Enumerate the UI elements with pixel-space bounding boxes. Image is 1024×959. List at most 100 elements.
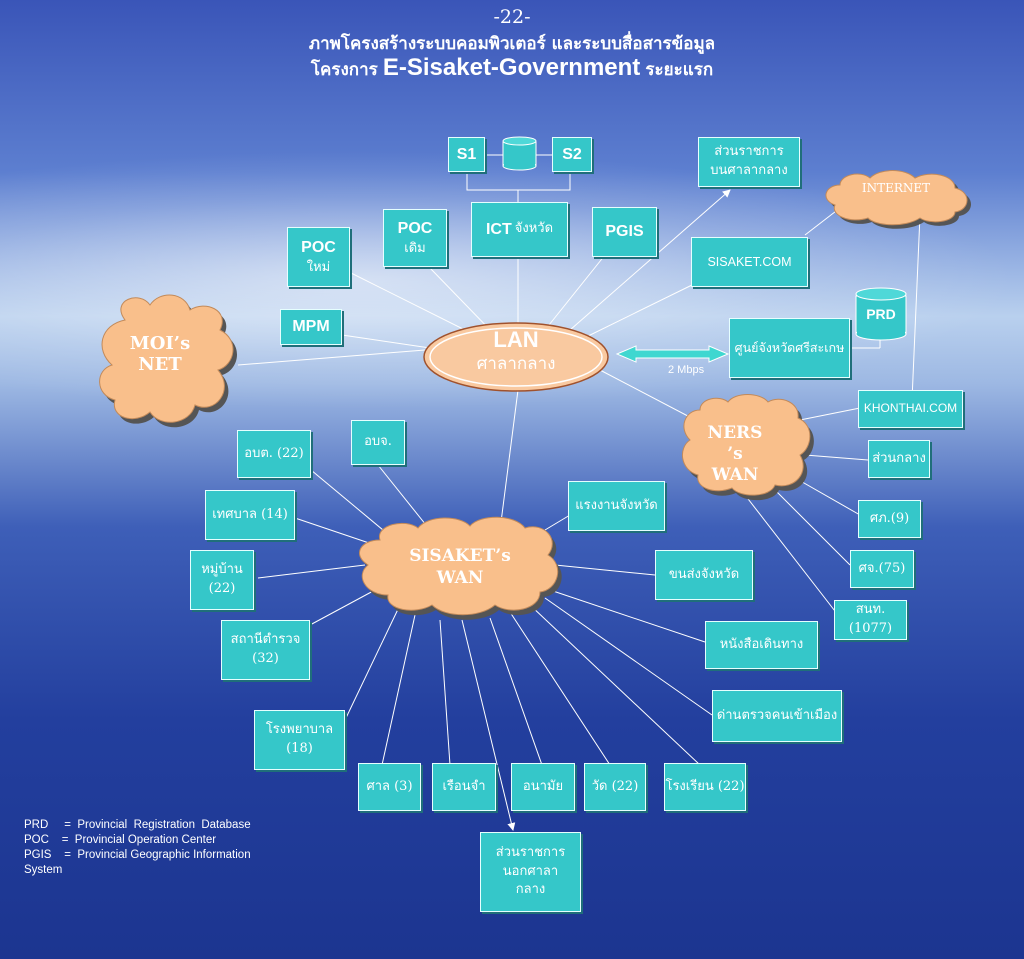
moi-net-cloud <box>99 294 237 428</box>
ners-line3: WAN <box>711 465 759 485</box>
health-label: อนามัย <box>522 778 564 794</box>
police-count: (32) <box>252 651 279 666</box>
sisaket-wan-cloud <box>359 516 562 620</box>
transport-label: ขนส่งจังหวัด <box>668 566 740 582</box>
legend-pgis: PGIS = Provincial Geographic Information <box>24 849 251 861</box>
passport-box[interactable]: หนังสือเดินทาง <box>705 621 818 669</box>
immigration-label: ด่านตรวจคนเข้าเมือง <box>716 707 838 723</box>
server-s2-label: S2 <box>562 145 582 163</box>
ners-wan-label: NERS ’s WAN <box>695 423 775 486</box>
legend: PRD = Provincial Registration Database P… <box>24 818 251 878</box>
village-count: (22) <box>208 581 236 596</box>
lan-subtitle: ศาลากลาง <box>476 354 556 374</box>
police-box[interactable]: สถานีตำรวจ (32) <box>221 620 310 680</box>
sor-jor-label: ศจ.(75) <box>858 560 906 576</box>
gov-center-box[interactable]: ส่วนราชการบนศาลากลาง <box>698 137 800 187</box>
labor-box[interactable]: แรงงานจังหวัด <box>568 481 665 531</box>
hospital-count: (18) <box>286 741 313 756</box>
server-s2[interactable]: S2 <box>552 137 592 172</box>
passport-label: หนังสือเดินทาง <box>719 636 804 652</box>
prd-database-icon <box>855 287 907 341</box>
sisaket-wan-line1: SISAKET’s <box>409 546 511 566</box>
poc-old-sublabel: เดิม <box>404 241 426 257</box>
internet-cloud <box>825 170 972 229</box>
health-box[interactable]: อนามัย <box>511 763 575 811</box>
lan-ellipse <box>423 322 609 392</box>
lan-title: LAN <box>493 327 539 352</box>
obj-box[interactable]: อบจ. <box>351 420 405 465</box>
lan-label: LAN ศาลากลาง <box>446 327 586 375</box>
page-title-line2: โครงการ E-Sisaket-Government ระยะแรก <box>0 54 1024 83</box>
database-icon <box>502 136 537 171</box>
obt-box[interactable]: อบต. (22) <box>237 430 311 478</box>
school-label: โรงเรียน (22) <box>665 778 745 794</box>
server-s1-label: S1 <box>456 145 477 163</box>
poc-new-box[interactable]: POC ใหม่ <box>287 227 350 287</box>
court-box[interactable]: ศาล (3) <box>358 763 421 811</box>
hospital-box[interactable]: โรงพยาบาล (18) <box>254 710 345 770</box>
mpm-box[interactable]: MPM <box>280 309 342 345</box>
moi-net-line1: MOI’s <box>129 333 191 354</box>
moi-net-line2: NET <box>138 354 182 375</box>
poc-old-label: POC <box>397 219 433 237</box>
village-box[interactable]: หมู่บ้าน (22) <box>190 550 254 610</box>
sor-por-label: ศภ.(9) <box>869 510 910 526</box>
prison-box[interactable]: เรือนจำ <box>432 763 496 811</box>
ners-line2: ’s <box>727 444 743 464</box>
court-label: ศาล (3) <box>366 778 413 794</box>
ners-line1: NERS <box>707 423 763 443</box>
central-box[interactable]: ส่วนกลาง <box>868 440 930 478</box>
khonthai-box[interactable]: KHONTHAI.COM <box>858 390 963 428</box>
khonthai-label: KHONTHAI.COM <box>863 401 958 416</box>
sor-nor-tor-box[interactable]: สนท.(1077) <box>834 600 907 640</box>
provincial-center-label: ศูนย์จังหวัดศรีสะเกษ <box>734 339 845 355</box>
labor-label: แรงงานจังหวัด <box>575 497 658 513</box>
legend-poc: POC = Provincial Operation Center <box>24 834 217 846</box>
transport-box[interactable]: ขนส่งจังหวัด <box>655 550 753 600</box>
title-prefix: โครงการ <box>310 60 378 80</box>
internet-label: INTERNET <box>861 181 931 195</box>
link-speed-label: 2 Mbps <box>668 364 705 376</box>
legend-prd: PRD = Provincial Registration Database <box>24 819 251 831</box>
gov-center-label: ส่วนราชการบนศาลากลาง <box>710 144 788 178</box>
prison-label: เรือนจำ <box>442 778 486 794</box>
police-label: สถานีตำรวจ <box>230 632 301 648</box>
sor-por-box[interactable]: ศภ.(9) <box>858 500 921 538</box>
ict-sublabel: จังหวัด <box>514 221 554 237</box>
school-box[interactable]: โรงเรียน (22) <box>664 763 746 811</box>
pgis-label: PGIS <box>605 223 644 241</box>
page-number: -22- <box>493 6 531 28</box>
gov-outside-box[interactable]: ส่วนราชการนอกศาลากลาง <box>480 832 581 912</box>
moi-net-label: MOI’s NET <box>110 333 210 375</box>
title-suffix: ระยะแรก <box>645 60 714 80</box>
sor-jor-box[interactable]: ศจ.(75) <box>850 550 914 588</box>
temple-box[interactable]: วัด (22) <box>584 763 646 811</box>
poc-new-sublabel: ใหม่ <box>306 260 331 276</box>
legend-pgis-cont: System <box>24 864 63 876</box>
page-title-line1: ภาพโครงสร้างระบบคอมพิวเตอร์ และระบบสื่อส… <box>308 34 716 54</box>
sisaket-com-label: SISAKET.COM <box>707 254 792 269</box>
temple-label: วัด (22) <box>591 778 639 794</box>
village-label: หมู่บ้าน <box>201 562 243 578</box>
title-project: E-Sisaket-Government <box>382 54 641 81</box>
provincial-center-box[interactable]: ศูนย์จังหวัดศรีสะเกษ <box>729 318 850 378</box>
sisaket-wan-label: SISAKET’s WAN <box>380 545 540 589</box>
thesaban-box[interactable]: เทศบาล (14) <box>205 490 295 540</box>
ict-label: ICT <box>485 220 512 238</box>
obt-label: อบต. (22) <box>244 445 304 461</box>
thesaban-label: เทศบาล (14) <box>212 506 288 522</box>
sisaket-com-box[interactable]: SISAKET.COM <box>691 237 808 287</box>
gov-outside-label: ส่วนราชการนอกศาลากลาง <box>495 844 566 898</box>
hospital-label: โรงพยาบาล <box>265 722 334 738</box>
sor-nor-tor-label: สนท.(1077) <box>848 602 893 636</box>
poc-new-label: POC <box>301 238 336 256</box>
poc-old-box[interactable]: POC เดิม <box>383 209 447 267</box>
mpm-label: MPM <box>292 318 330 336</box>
immigration-box[interactable]: ด่านตรวจคนเข้าเมือง <box>712 690 842 742</box>
server-s1[interactable]: S1 <box>448 137 485 172</box>
obj-label: อบจ. <box>364 434 392 450</box>
ners-wan-cloud <box>682 394 814 501</box>
pgis-box[interactable]: PGIS <box>592 207 657 257</box>
